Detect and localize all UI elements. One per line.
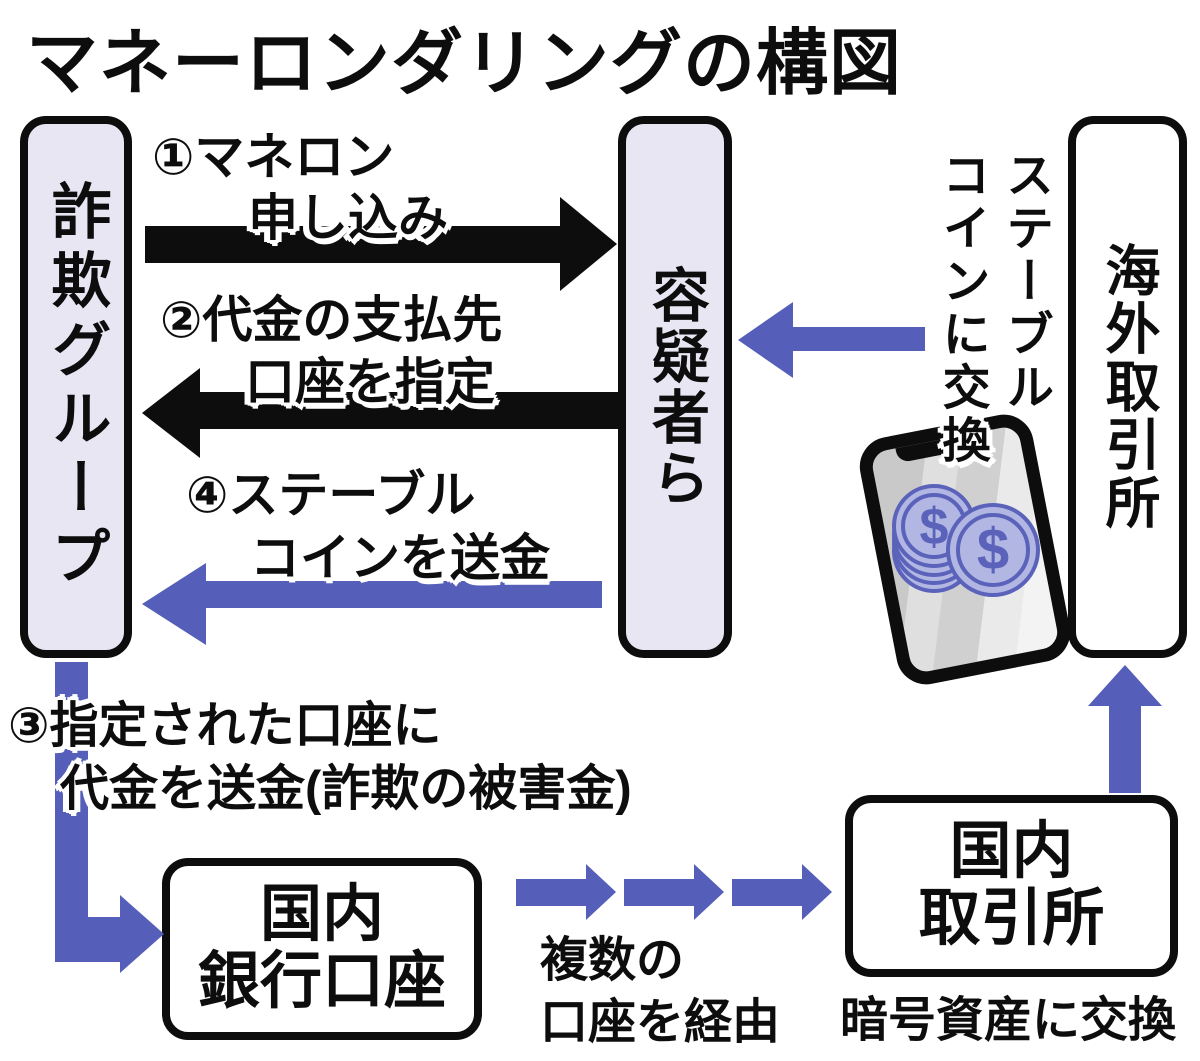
box-domestic-exchange-line1: 国内	[949, 817, 1074, 887]
box-fraud-group-label: 詐欺グループ	[43, 180, 110, 594]
box-domestic-bank-account: 国内 銀行口座	[162, 858, 482, 1040]
label-step4-line1: ④ステーブル	[186, 467, 476, 523]
label-step1-line1: ①マネロン	[152, 129, 395, 185]
box-domestic-exchange: 国内 取引所	[845, 795, 1178, 977]
box-fraud-group: 詐欺グループ	[20, 116, 132, 658]
box-overseas-exchange-label: 海外取引所	[1097, 242, 1159, 532]
label-stablecoin-line1: ステーブル	[998, 150, 1051, 415]
label-step3-line1: ③指定された口座に	[8, 699, 442, 753]
box-suspects: 容疑者ら	[618, 116, 732, 658]
box-domestic-bank-line2: 銀行口座	[197, 947, 446, 1016]
label-multiple-accounts-line1: 複数の	[540, 934, 685, 987]
label-step2-line2: 口座を指定	[245, 354, 495, 410]
label-crypto-exchange: 暗号資産に交換	[840, 994, 1177, 1047]
label-step2-line1: ②代金の支払先	[160, 292, 503, 348]
stablecoin-coins-icon: $ $	[892, 484, 1040, 597]
label-step3-line2: 代金を送金(詐欺の被害金)	[60, 762, 632, 816]
box-domestic-bank-line1: 国内	[259, 880, 384, 950]
label-stablecoin-line2: コインに交換	[934, 150, 988, 468]
label-multiple-accounts-line2: 口座を経由	[540, 996, 781, 1049]
box-suspects-label: 容疑者ら	[643, 265, 708, 509]
label-step1-line2: 申し込み	[248, 190, 448, 246]
page-title: マネーロンダリングの構図	[26, 24, 903, 104]
dollar-sign-icon: $	[977, 517, 1009, 582]
label-step4-line2: コインを送金	[250, 530, 550, 586]
dollar-sign-icon: $	[920, 498, 949, 556]
box-domestic-exchange-line2: 取引所	[918, 884, 1105, 953]
box-overseas-exchange: 海外取引所	[1068, 116, 1187, 658]
label-stablecoin-exchange: ステーブル コインに交換	[926, 150, 1056, 670]
